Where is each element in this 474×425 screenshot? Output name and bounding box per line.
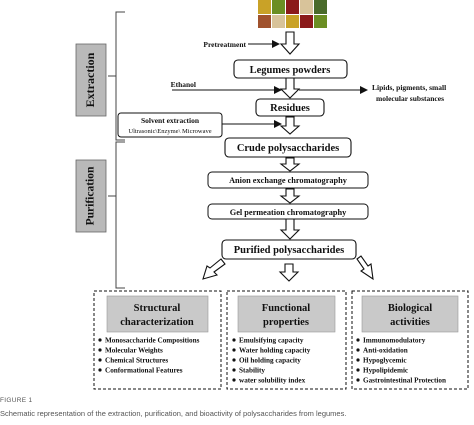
purification-bracket: [108, 141, 125, 289]
biological-items-list: Immunomodulatory Anti-oxidation Hypoglyc…: [356, 337, 446, 385]
legumes-powders-box: [233, 59, 348, 79]
panel-title-line1: Functional: [262, 303, 311, 314]
list-item: Monosaccharide Compositions: [105, 337, 200, 345]
purified-polysaccharides-label: Purified polysaccharides: [234, 245, 345, 256]
list-item: Immunomodulatory: [363, 337, 426, 345]
legumes-powders-label: Legumes powders: [250, 65, 331, 76]
list-item: Anti-oxidation: [363, 347, 408, 355]
gel-permeation-label: Gel permeation chromatography: [230, 208, 347, 217]
solvent-methods-label: Ultrasonic\Enzyme\ Microwave: [128, 128, 211, 135]
panel-title-box: [361, 295, 459, 333]
structural-items-list: Monosaccharide Compositions Molecular We…: [98, 337, 200, 375]
bullet-icon: [356, 338, 360, 342]
figure-label: FIGURE 1: [0, 397, 32, 404]
list-item: Emulsifying capacity: [239, 337, 304, 345]
bullet-icon: [232, 358, 236, 362]
panel-title-line1: Biological: [388, 303, 432, 314]
anion-exchange-label: Anion exchange chromatography: [229, 176, 348, 185]
list-item: Molecular Weights: [105, 347, 163, 355]
list-item: Chemical Structures: [105, 357, 168, 365]
functional-items-list: Emulsifying capacity Water holding capac…: [232, 337, 311, 385]
list-item: Gastrointestinal Protection: [363, 377, 446, 385]
list-item: Oil holding capacity: [239, 357, 301, 365]
bullet-icon: [232, 378, 236, 382]
bullet-icon: [232, 348, 236, 352]
figure-caption: Schematic representation of the extracti…: [0, 409, 346, 418]
bullet-icon: [356, 378, 360, 382]
anion-exchange-box: [207, 171, 369, 189]
list-item: Hypoglycemic: [363, 357, 407, 365]
purification-stage-box: [75, 159, 107, 233]
gel-permeation-box: [207, 203, 369, 220]
panel-title-box: [106, 295, 209, 333]
purification-stage-label: Purification: [85, 166, 97, 225]
legumes-photo-image: [258, 0, 327, 28]
crude-polysaccharides-label: Crude polysaccharides: [237, 143, 339, 154]
pretreatment-label: Pretreatment: [203, 40, 246, 49]
panel-title-line2: activities: [390, 317, 430, 328]
lipids-label-line2: molecular substances: [376, 94, 444, 103]
list-item: Conformational Features: [105, 367, 183, 375]
panel-title-line1: Structural: [134, 303, 181, 314]
list-item: Water holding capacity: [239, 347, 311, 355]
bullet-icon: [232, 368, 236, 372]
bullet-icon: [356, 368, 360, 372]
hollow-arrow: [202, 255, 374, 282]
extraction-stage-label: Extraction: [83, 52, 97, 107]
extraction-stage-box: [75, 43, 107, 117]
bullet-icon: [98, 348, 102, 352]
extraction-bracket: [108, 11, 125, 141]
bullet-icon: [98, 368, 102, 372]
list-item: Hypolipidemic: [363, 367, 409, 375]
list-item: Stability: [239, 367, 265, 375]
panel-title-box: [237, 295, 336, 333]
lipids-label-line1: Lipids, pigments, small: [372, 83, 446, 92]
bullet-icon: [98, 338, 102, 342]
solvent-extraction-box: [117, 112, 223, 138]
bullet-icon: [232, 338, 236, 342]
residues-label: Residues: [270, 103, 310, 114]
residues-box: [255, 98, 325, 117]
ethanol-label: Ethanol: [171, 80, 196, 89]
panel-title-line2: characterization: [120, 317, 194, 328]
crude-polysaccharides-box: [224, 137, 352, 158]
bullet-icon: [98, 358, 102, 362]
bullet-icon: [356, 348, 360, 352]
solvent-extraction-label: Solvent extraction: [141, 116, 200, 125]
panel-title-line2: properties: [263, 317, 309, 328]
list-item: water solubility index: [239, 377, 306, 385]
bullet-icon: [356, 358, 360, 362]
hollow-arrow: [279, 31, 301, 240]
purified-polysaccharides-box: [221, 239, 357, 260]
